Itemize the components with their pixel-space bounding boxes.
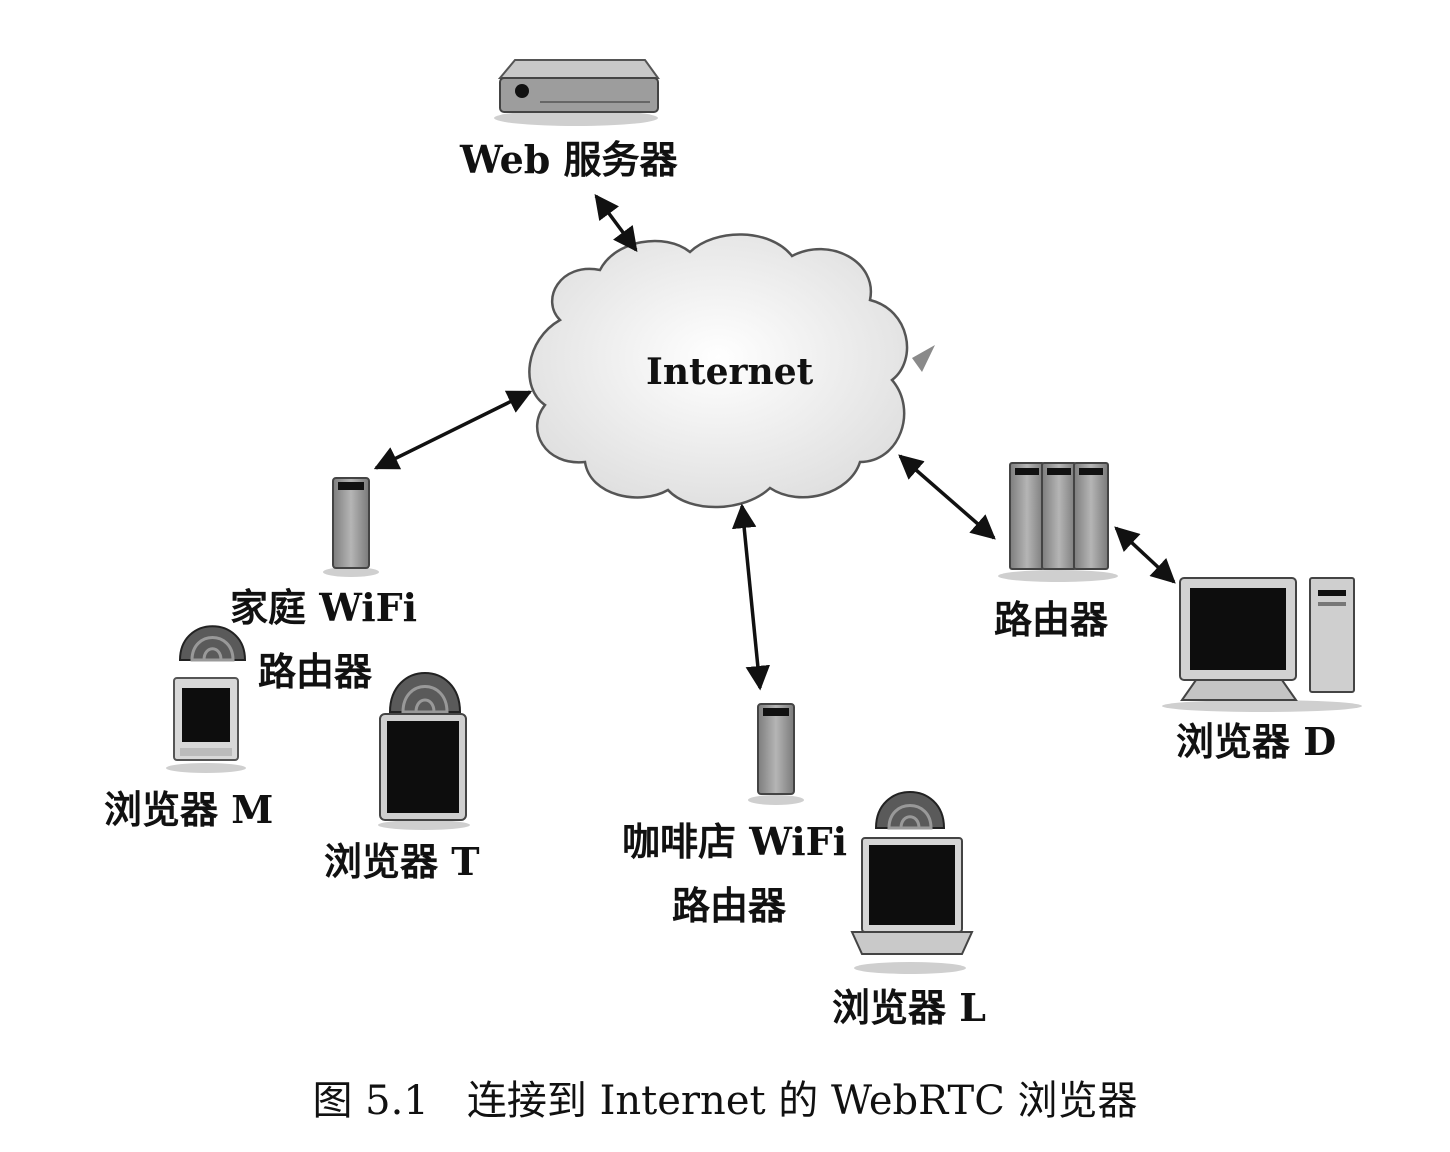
browser-m-label: 浏览器 M [104,787,274,832]
web-server-label: Web 服务器 [460,137,678,182]
home-wifi-router-icon [323,477,379,577]
web-server-icon [494,59,660,126]
browser-l-device-icon [850,791,974,974]
home-router-label-line2: 路由器 [258,649,373,694]
home-router-label-line1: 家庭 WiFi [230,585,418,630]
browser-t-device-icon [378,672,470,830]
router-icon [998,462,1118,582]
arrow-cafe-router-internet [731,503,771,691]
cafe-router-label-line1: 咖啡店 WiFi [622,819,848,864]
browser-d-label: 浏览器 D [1176,719,1337,764]
arrow-router-internet [898,454,996,540]
browser-d-device-icon [1162,577,1362,712]
cafe-wifi-router-icon [748,703,804,805]
browser-m-device-icon [166,625,247,773]
cafe-router-label-line2: 路由器 [672,883,787,928]
internet-cloud-icon [528,233,935,509]
browser-t-label: 浏览器 T [324,839,480,884]
arrow-web-server-internet [594,194,638,252]
internet-label: Internet [646,351,814,393]
router-label: 路由器 [994,597,1109,642]
browser-l-label: 浏览器 L [832,985,986,1030]
figure-caption: 图 5.1 连接到 Internet 的 WebRTC 浏览器 [312,1078,1138,1124]
arrow-home-router-internet [373,390,533,470]
arrow-router-browser-d [1114,526,1176,584]
